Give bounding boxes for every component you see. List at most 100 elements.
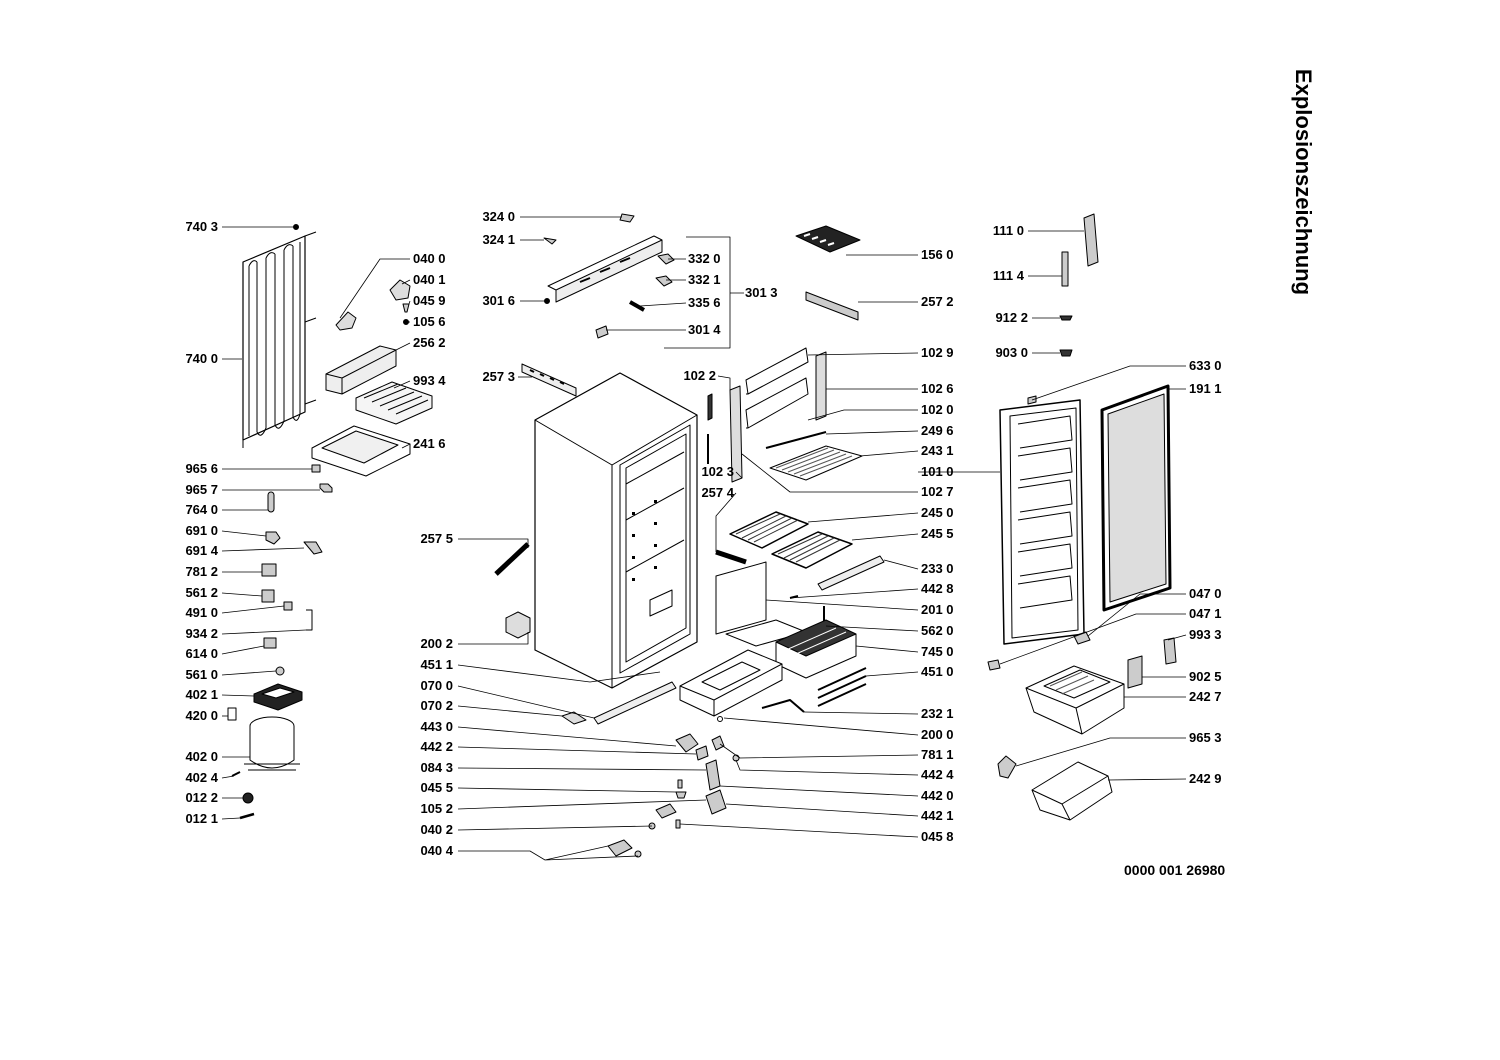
part-label: 301 6 — [482, 293, 515, 308]
rail-parts-top — [544, 214, 674, 338]
part-label: 442 0 — [921, 788, 954, 803]
bracket-0400 — [336, 312, 356, 330]
part-label: 902 5 — [1189, 669, 1222, 684]
part-label: 561 2 — [185, 585, 218, 600]
part-label: 993 4 — [413, 373, 446, 388]
part-label: 111 0 — [992, 223, 1024, 238]
part-label: 040 1 — [413, 272, 446, 287]
part-label: 102 9 — [921, 345, 954, 360]
part-label: 335 6 — [688, 295, 721, 310]
part-label: 245 5 — [921, 526, 954, 541]
part-label: 045 8 — [921, 829, 954, 844]
part-label: 740 3 — [185, 219, 218, 234]
part-label: 691 0 — [185, 523, 218, 538]
part-label: 040 2 — [420, 822, 453, 837]
wire-9342 — [306, 610, 312, 630]
part-label: 012 1 — [185, 811, 218, 826]
part-label: 965 3 — [1189, 730, 1222, 745]
compressor — [228, 708, 300, 770]
door-1010 — [1000, 400, 1084, 644]
hinge-parts-right — [988, 214, 1176, 778]
part-label: 443 0 — [420, 719, 453, 734]
part-label: 047 1 — [1189, 606, 1222, 621]
part-label: 301 4 — [688, 322, 721, 337]
part-label: 745 0 — [921, 644, 954, 659]
drawer-2429 — [1032, 762, 1112, 820]
part-label: 324 0 — [482, 209, 515, 224]
part-label: 691 4 — [185, 543, 218, 558]
tube-2321 — [762, 700, 804, 712]
part-label: 102 6 — [921, 381, 954, 396]
part-label: 965 7 — [185, 482, 218, 497]
part-label: 633 0 — [1189, 358, 1222, 373]
part-label: 156 0 — [921, 247, 954, 262]
part-label: 451 0 — [921, 664, 954, 679]
part-label: 561 0 — [185, 667, 218, 682]
part-label: 102 0 — [921, 402, 954, 417]
part-label: 256 2 — [413, 335, 446, 350]
thermostat-parts — [608, 734, 739, 857]
tray-2416 — [312, 426, 410, 476]
part-label: 402 0 — [185, 749, 218, 764]
part-label: 012 2 — [185, 790, 218, 805]
part-label: 249 6 — [921, 423, 954, 438]
part-label: 764 0 — [185, 502, 218, 517]
part-label: 442 1 — [921, 808, 954, 823]
wires-4510 — [818, 668, 866, 706]
part-label: 442 4 — [921, 767, 954, 782]
part-label: 781 2 — [185, 564, 218, 579]
part-label: 101 0 — [921, 464, 954, 479]
part-label: 105 2 — [420, 801, 453, 816]
part-label: 781 1 — [921, 747, 954, 762]
evaporator-7450 — [776, 620, 856, 678]
part-label: 045 5 — [420, 780, 453, 795]
part-label: 200 2 — [420, 636, 453, 651]
part-label: 257 5 — [420, 531, 453, 546]
part-label: 242 7 — [1189, 689, 1222, 704]
part-label: 105 6 — [413, 314, 446, 329]
part-label: 040 0 — [413, 251, 446, 266]
part-label: 245 0 — [921, 505, 954, 520]
part-label: 047 0 — [1189, 586, 1222, 601]
part-label: 257 2 — [921, 294, 954, 309]
door-seal-1911 — [1102, 386, 1170, 610]
part-label: 740 0 — [185, 351, 218, 366]
part-label: 084 3 — [420, 760, 453, 775]
ice-tray-1560 — [796, 226, 860, 252]
part-2000 — [718, 717, 723, 722]
part-label: 402 4 — [185, 770, 218, 785]
clip-0702 — [562, 712, 586, 724]
part-label: 102 7 — [921, 484, 954, 499]
nut-1056 — [404, 320, 409, 325]
drip-channel — [326, 346, 396, 394]
part-label: 332 0 — [688, 251, 721, 266]
base-tray — [680, 650, 782, 716]
part-label: 070 0 — [420, 678, 453, 693]
part-label: 442 8 — [921, 581, 954, 596]
part-label: 912 2 — [995, 310, 1028, 325]
part-label: 257 4 — [701, 485, 734, 500]
rail-0700 — [594, 682, 676, 724]
rail-2572 — [806, 292, 858, 320]
part-label: 324 1 — [482, 232, 515, 247]
part-label: 420 0 — [185, 708, 218, 723]
screw-0459 — [403, 304, 409, 312]
part-label: 451 1 — [420, 657, 453, 672]
part-label: 934 2 — [185, 626, 218, 641]
part-label: 200 0 — [921, 727, 954, 742]
part-label: 232 1 — [921, 706, 954, 721]
part-label: 070 2 — [420, 698, 453, 713]
leader-lines — [222, 217, 1186, 860]
small-parts-left — [262, 465, 332, 675]
drawer-2427 — [1026, 666, 1124, 734]
condenser-coil — [243, 225, 316, 449]
part-label: 102 2 — [683, 368, 716, 383]
grille-9934 — [356, 382, 432, 424]
part-label: 201 0 — [921, 602, 954, 617]
part-label: 233 0 — [921, 561, 954, 576]
part-label: 562 0 — [921, 623, 954, 638]
part-label: 111 4 — [992, 268, 1024, 283]
part-label: 402 1 — [185, 687, 218, 702]
part-label: 614 0 — [185, 646, 218, 661]
rail-2573 — [522, 364, 576, 396]
